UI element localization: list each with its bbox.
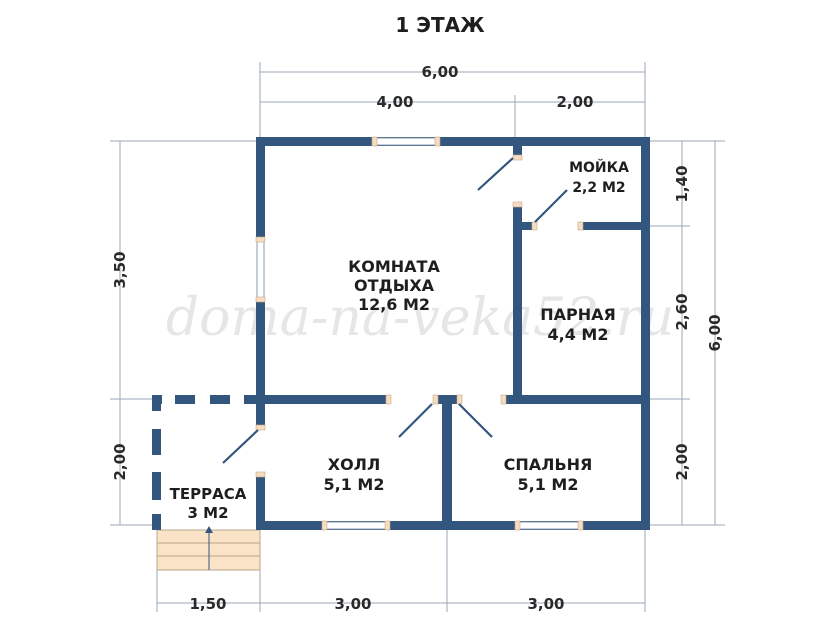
dimension-lines	[110, 62, 725, 612]
svg-text:МОЙКА: МОЙКА	[569, 159, 629, 176]
windows	[255, 136, 584, 531]
dim-bottom-1: 1,50	[189, 595, 226, 613]
dim-right-total: 6,00	[706, 314, 724, 351]
room-bedroom: СПАЛЬНЯ 5,1 М2	[504, 455, 593, 494]
room-steam: ПАРНАЯ 4,4 М2	[540, 305, 616, 344]
plan-title: 1 ЭТАЖ	[395, 13, 485, 37]
svg-text:5,1 М2: 5,1 М2	[518, 475, 579, 494]
dim-right-1: 1,40	[673, 165, 691, 202]
svg-text:ОТДЫХА: ОТДЫХА	[354, 276, 435, 295]
dim-top-total: 6,00	[421, 63, 458, 81]
svg-text:КОМНАТА: КОМНАТА	[348, 257, 440, 276]
svg-text:2,2 М2: 2,2 М2	[572, 180, 625, 196]
stair-arrow-icon	[205, 526, 213, 533]
svg-text:ПАРНАЯ: ПАРНАЯ	[540, 305, 616, 324]
dim-left-lower: 2,00	[111, 443, 129, 480]
room-wash: МОЙКА 2,2 М2	[569, 159, 629, 196]
terrace-stairs	[156, 526, 261, 571]
terrace-dashed-wall	[152, 395, 258, 530]
svg-text:5,1 М2: 5,1 М2	[324, 475, 385, 494]
svg-text:4,4 М2: 4,4 М2	[548, 325, 609, 344]
dim-top-left: 4,00	[376, 93, 413, 111]
room-rest: КОМНАТА ОТДЫХА 12,6 М2	[348, 257, 440, 314]
svg-text:12,6 М2: 12,6 М2	[358, 295, 430, 314]
dim-right-3: 2,00	[673, 443, 691, 480]
room-hall: ХОЛЛ 5,1 М2	[324, 455, 385, 494]
watermark: doma-na-veka52.ru	[166, 288, 674, 348]
dim-bottom-2: 3,00	[334, 595, 371, 613]
room-terrace: ТЕРРАСА 3 М2	[170, 485, 247, 522]
dim-bottom-3: 3,00	[527, 595, 564, 613]
dim-top-right: 2,00	[556, 93, 593, 111]
svg-text:3 М2: 3 М2	[187, 504, 228, 522]
dim-left-upper: 3,50	[111, 251, 129, 288]
doors	[222, 154, 584, 478]
svg-text:ХОЛЛ: ХОЛЛ	[328, 455, 381, 474]
dim-right-2: 2,60	[673, 293, 691, 330]
svg-text:СПАЛЬНЯ: СПАЛЬНЯ	[504, 455, 593, 474]
svg-text:ТЕРРАСА: ТЕРРАСА	[170, 485, 247, 503]
walls	[256, 137, 650, 530]
